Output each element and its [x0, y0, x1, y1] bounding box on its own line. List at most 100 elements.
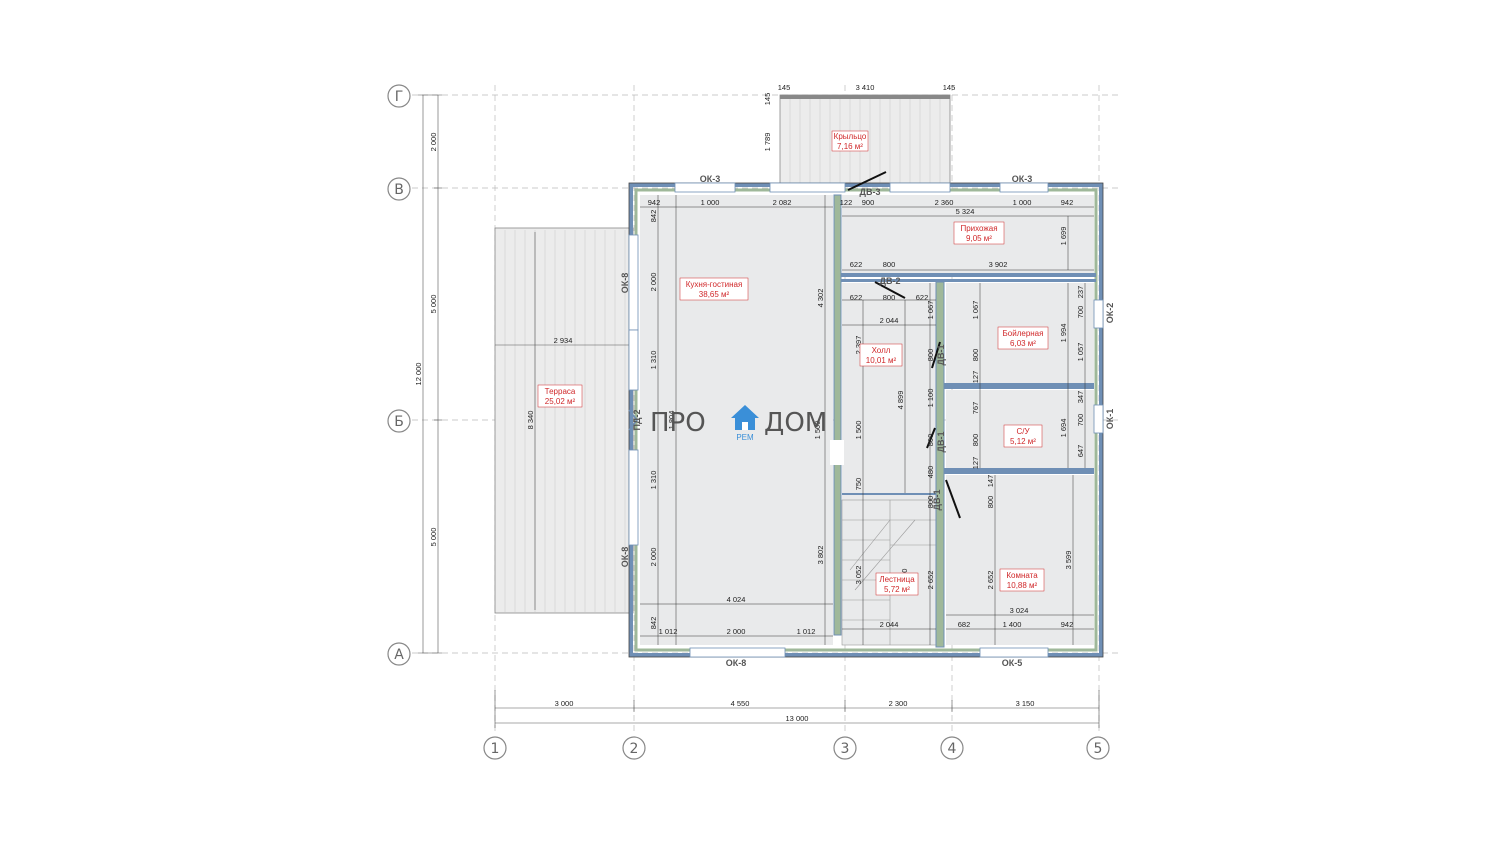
- axis-label-5: 5: [1094, 741, 1103, 757]
- dim-hall-v-5: 800: [926, 434, 935, 447]
- dim-hall-mid-2: 800: [883, 260, 896, 269]
- tag-pd2: ПД-2: [632, 410, 642, 431]
- tag-dv1-a: ДВ-1: [936, 345, 946, 366]
- dim-wc-2: 800: [971, 434, 980, 447]
- dim-kitchen-top-3: 2 082: [773, 198, 792, 207]
- dim-hall-top-4: 1 000: [1013, 198, 1032, 207]
- axis-label-g: Г: [395, 89, 404, 105]
- tag-dv2: ДВ-2: [880, 276, 901, 286]
- dim-kitchen-bottom-2: 2 000: [727, 627, 746, 636]
- logo-text-right: ДОМ: [764, 408, 827, 438]
- door-swings: [847, 171, 961, 519]
- dim-bottom-1: 3 000: [555, 699, 574, 708]
- dim-wc-6: 347: [1076, 391, 1085, 404]
- dim-left-3: 5 000: [429, 528, 438, 547]
- tag-ok5: ОК-5: [1002, 658, 1023, 668]
- dim-hall-mid-3: 3 902: [989, 260, 1008, 269]
- tag-ok1: ОК-1: [1105, 409, 1115, 430]
- axis-label-v: В: [394, 182, 404, 198]
- dim-kitchen-side-6: 842: [649, 617, 658, 630]
- dim-wc-3: 700: [1076, 414, 1085, 427]
- kitchen-name: Кухня-гостиная: [686, 280, 743, 289]
- dim-hall-mid-1: 622: [850, 260, 863, 269]
- dim-hall-top-1: 122: [840, 198, 853, 207]
- dim-room-8: 942: [1061, 620, 1074, 629]
- hall-area: 10,01 м²: [866, 356, 897, 365]
- dim-hall-top-5: 942: [1061, 198, 1074, 207]
- tag-ok8-top: ОК-8: [620, 273, 630, 294]
- logo-text-left: ПРО: [650, 408, 706, 438]
- dim-porch-height: 1 789: [763, 133, 772, 152]
- tag-ok8-bottom: ОК-8: [620, 547, 630, 568]
- dim-hall-v-9: 750: [854, 478, 863, 491]
- room-label-box: [999, 568, 1045, 592]
- axis-bubbles: [387, 84, 1110, 760]
- dim-wc-1: 767: [971, 402, 980, 415]
- dim-porch-1: 145: [778, 83, 791, 92]
- terrace-area: 25,02 м²: [545, 397, 576, 406]
- dim-kitchen-top-2: 1 000: [701, 198, 720, 207]
- dim-room-6: 682: [958, 620, 971, 629]
- dim-kitchen-side-5: 2 000: [649, 548, 658, 567]
- dim-hall-side: 1 699: [1059, 227, 1068, 246]
- dim-room-5: 3 024: [1010, 606, 1029, 615]
- dim-stair-1: 3 052: [854, 566, 863, 585]
- dim-boiler-7: 127: [971, 371, 980, 384]
- dim-stair-3: 2 044: [880, 620, 899, 629]
- entry-area: 9,05 м²: [966, 234, 992, 243]
- dim-bottom-4: 3 150: [1016, 699, 1035, 708]
- logo-watermark: ПРО ДОМ РЕМ: [650, 405, 827, 442]
- stair-area: 5,72 м²: [884, 585, 910, 594]
- dim-kitchen-height2: 3 802: [816, 546, 825, 565]
- house-icon: [731, 405, 759, 430]
- dim-hall-v-2: 1 067: [926, 301, 935, 320]
- porch-label-box: [831, 130, 869, 152]
- axis-label-b: Б: [394, 414, 404, 430]
- dim-kitchen-side-2: 2 000: [649, 273, 658, 292]
- dim-boiler-2: 700: [1076, 306, 1085, 319]
- tag-dv1-b: ДВ-1: [936, 432, 946, 453]
- dim-hall-v-7: 1 500: [854, 421, 863, 440]
- dim-wc-4: 1 694: [1059, 419, 1068, 438]
- bottom-dimension-lines: [494, 690, 1100, 728]
- dim-hall-v-6: 4 899: [896, 391, 905, 410]
- dim-kitchen-side-1: 842: [649, 210, 658, 223]
- dim-hall-top-3: 2 360: [935, 198, 954, 207]
- wc-area: 5,12 м²: [1010, 437, 1036, 446]
- dim-boiler-1: 1 067: [971, 301, 980, 320]
- terrace-label-box: [537, 384, 583, 408]
- tag-ok8-floor: ОК-8: [726, 658, 747, 668]
- wc-name: С/У: [1016, 427, 1030, 436]
- dim-boiler-6: 237: [1076, 286, 1085, 299]
- dim-kitchen-width: 4 024: [727, 595, 746, 604]
- dim-bottom-2: 4 550: [731, 699, 750, 708]
- dim-kitchen-mid-1: 1 804: [667, 411, 676, 430]
- dim-wc-5: 647: [1076, 445, 1085, 458]
- porch-area: 7,16 м²: [837, 142, 863, 151]
- terrace-door-swing: [628, 409, 638, 431]
- axis-label-2: 2: [630, 741, 639, 757]
- dim-terrace-height: 8 340: [526, 411, 535, 430]
- tag-ok3-right: ОК-3: [1012, 174, 1033, 184]
- room-area: 10,88 м²: [1007, 581, 1038, 590]
- tag-ok2: ОК-2: [1105, 303, 1115, 324]
- tag-dv3: ДВ-3: [860, 187, 881, 197]
- dim-left-1: 2 000: [429, 133, 438, 152]
- dim-hall-v-8: 480: [926, 466, 935, 479]
- axis-label-3: 3: [841, 741, 850, 757]
- tag-dv1-c: ДВ-1: [932, 490, 942, 511]
- dim-hall-v-4: 1 100: [926, 389, 935, 408]
- boiler-name: Бойлерная: [1003, 329, 1044, 338]
- room-name: Комната: [1006, 571, 1038, 580]
- dim-bottom-total: 13 000: [786, 714, 809, 723]
- dim-kitchen-bottom-3: 1 012: [797, 627, 816, 636]
- axis-label-a: А: [394, 647, 404, 663]
- dim-corr-1: 622: [850, 293, 863, 302]
- dim-wc-7: 127: [971, 457, 980, 470]
- dim-hall-top-2: 900: [862, 198, 875, 207]
- entry-label-box: [953, 221, 1005, 245]
- wc-label-box: [1003, 424, 1043, 448]
- dim-porch-3: 145: [943, 83, 956, 92]
- dim-kitchen-side-3: 1 310: [649, 351, 658, 370]
